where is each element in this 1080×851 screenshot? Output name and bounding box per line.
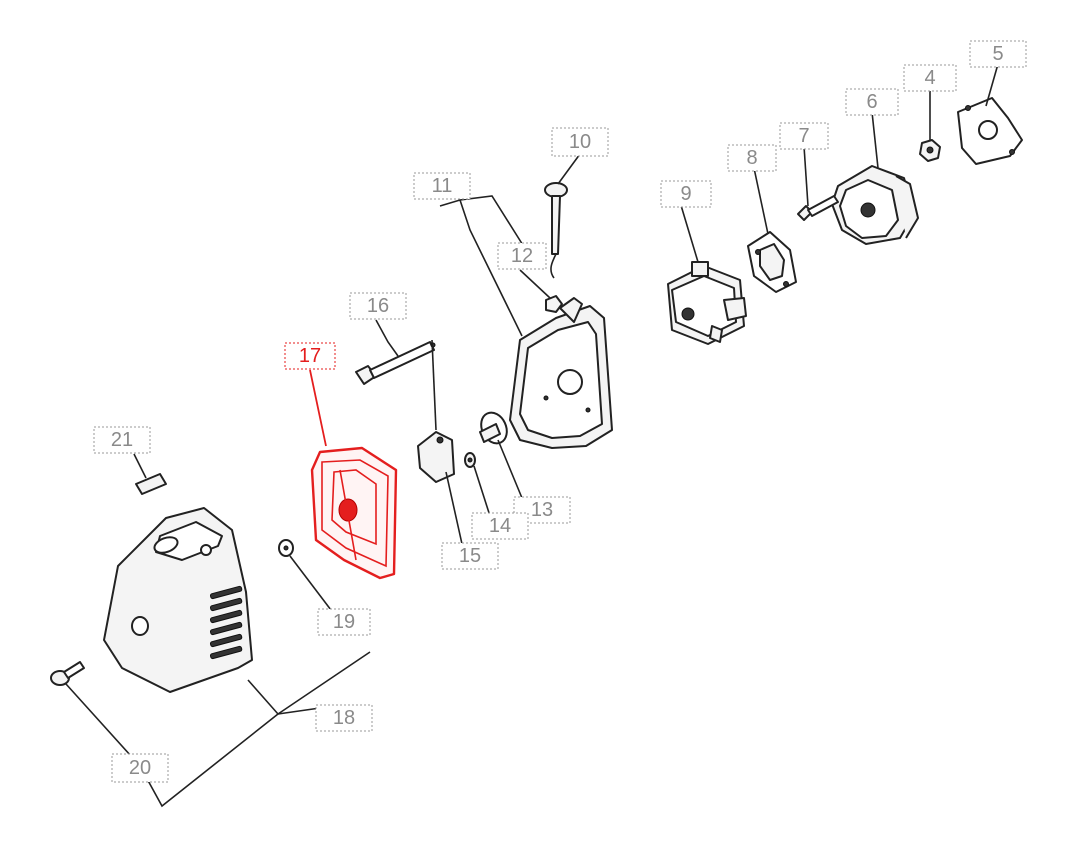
- callout-4: 4: [903, 64, 957, 92]
- callout-20: 20: [111, 753, 169, 783]
- callout-5: 5: [969, 40, 1027, 68]
- callout-box-10: [551, 127, 609, 157]
- callout-14: 14: [471, 512, 529, 540]
- nut-part-4: [919, 139, 941, 162]
- callout-number: 13: [531, 499, 553, 521]
- bracket-part-15: [417, 431, 455, 483]
- callout-6: 6: [845, 88, 899, 116]
- callout-box-12: [497, 242, 547, 270]
- callout-number: 8: [746, 147, 757, 169]
- callout-box-8: [727, 144, 777, 172]
- gasket-part-8: [747, 231, 797, 293]
- callout-box-4: [903, 64, 957, 92]
- washer-part-14: [464, 452, 476, 468]
- callout-box-18: [315, 704, 373, 732]
- callout-box-11: [413, 172, 471, 200]
- callout-number: 18: [333, 707, 355, 729]
- air-cleaner-cover-part-18: [103, 507, 253, 693]
- callout-box-21: [93, 426, 151, 454]
- screw-part-20: [50, 661, 85, 686]
- callout-21: 21: [93, 426, 151, 454]
- callout-number: 20: [129, 757, 151, 779]
- callout-labels: 5 4 6 7 10 8 11 9 12 16 17 21 13 14 15 19 18 20: [93, 40, 1027, 783]
- callout-number: 21: [111, 429, 133, 451]
- bolt-part-7: [797, 195, 839, 221]
- callout-box-9: [660, 180, 712, 208]
- callout-number: 14: [489, 515, 511, 537]
- callout-box-14: [471, 512, 529, 540]
- callout-number: 4: [924, 67, 935, 89]
- choke-shutter-part-13: [479, 411, 508, 445]
- callout-box-7: [779, 122, 829, 150]
- callout-9: 9: [660, 180, 712, 208]
- callout-number: 9: [680, 183, 691, 205]
- callout-number: 19: [333, 611, 355, 633]
- callout-19: 19: [317, 608, 371, 636]
- callout-box-19: [317, 608, 371, 636]
- callout-7: 7: [779, 122, 829, 150]
- callout-10: 10: [551, 127, 609, 157]
- choke-rod-part-10: [544, 182, 568, 279]
- callout-box-20: [111, 753, 169, 783]
- callout-box-6: [845, 88, 899, 116]
- callout-8: 8: [727, 144, 777, 172]
- callout-number: 10: [569, 131, 591, 153]
- cover-vent-slots: [209, 585, 243, 660]
- insulator-block-part-6: [831, 165, 919, 245]
- grommet-part-19: [278, 539, 294, 557]
- callout-16: 16: [349, 292, 407, 320]
- callout-11: 11: [413, 172, 471, 200]
- callout-box-17: [284, 342, 336, 370]
- callout-number: 11: [432, 175, 453, 197]
- callout-18: 18: [315, 704, 373, 732]
- callout-number: 12: [511, 245, 533, 267]
- callout-box-15: [441, 542, 499, 570]
- air-cleaner-base-part-11: [509, 297, 613, 449]
- carburetor-part-9: [667, 261, 747, 345]
- callout-15: 15: [441, 542, 499, 570]
- callout-box-5: [969, 40, 1027, 68]
- air-filter-part-17-highlighted: [310, 446, 398, 580]
- callout-number: 5: [992, 43, 1003, 65]
- callout-number: 16: [367, 295, 389, 317]
- callout-number: 17: [299, 345, 321, 367]
- callout-17: 17: [284, 342, 336, 370]
- label-plate-part-21: [135, 473, 167, 495]
- collar-part-12: [545, 295, 563, 313]
- stud-part-16: [355, 341, 436, 385]
- gasket-part-5: [957, 97, 1023, 165]
- callout-box-16: [349, 292, 407, 320]
- callout-number: 15: [459, 545, 481, 567]
- callout-number: 7: [798, 125, 809, 147]
- callout-12: 12: [497, 242, 547, 270]
- callout-number: 6: [866, 91, 877, 113]
